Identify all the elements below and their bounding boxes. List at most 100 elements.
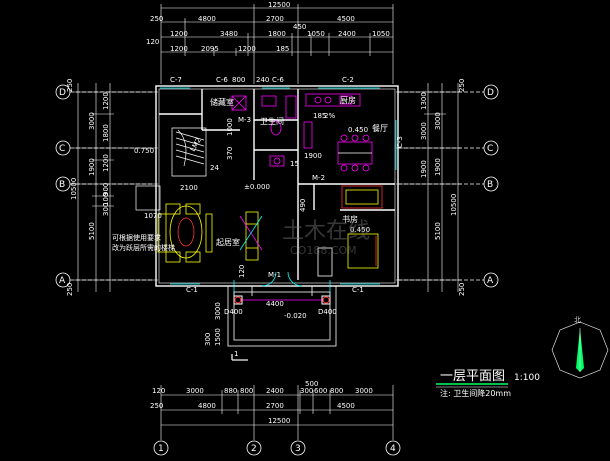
right-outer-1900: 1900 <box>434 158 442 176</box>
porch-column-right: D400 <box>318 308 337 316</box>
top-row3-dim-4: 185 <box>276 45 289 53</box>
dim-1070: 1070 <box>144 212 162 220</box>
section-cut-mark <box>231 354 248 361</box>
porch-column-left: D400 <box>224 308 243 316</box>
dim-2100: 2100 <box>180 184 198 192</box>
left-outer-250-bot: 250 <box>66 283 74 296</box>
bottom-row1-dim-5: 300 <box>300 387 313 395</box>
bottom-row1-dim-2: 880 <box>224 387 237 395</box>
dim-120: 120 <box>238 265 246 278</box>
top-row3-dim-1: 1200 <box>170 45 188 53</box>
staircase <box>135 127 207 211</box>
elev-0450-kitchen: 0.450 <box>348 126 368 134</box>
dim-4400: 4400 <box>266 300 284 308</box>
axis-row-D-left: D <box>59 88 66 98</box>
axis-col-3: 3 <box>295 444 301 454</box>
code-C6b: C-6 <box>272 76 284 84</box>
dim-3000-porch: 3000 <box>214 302 222 320</box>
dim-15: 15 <box>290 160 299 168</box>
top-row2-dim-5: 1050 <box>307 30 325 38</box>
bottom-left-250: 250 <box>150 402 163 410</box>
left-mid-1800: 1800 <box>102 124 110 142</box>
axis-col-1: 1 <box>158 444 164 454</box>
drawing-scale: 1:100 <box>514 373 540 383</box>
elev-neg-0020: -0.020 <box>284 312 307 320</box>
left-mid-1200b: 1200 <box>102 154 110 172</box>
right-inner-1900: 1900 <box>420 160 428 178</box>
storage-fixture <box>231 95 247 111</box>
code-M1: M-1 <box>268 271 281 279</box>
bottom-row1-dim-4: 2400 <box>266 387 284 395</box>
top-left-250: 250 <box>150 15 163 23</box>
bottom-row1-dim-1: 3000 <box>186 387 204 395</box>
axis-row-C-right: C <box>487 144 493 154</box>
study-furniture <box>317 185 383 277</box>
bottom-row1-dim-7: 800 <box>330 387 343 395</box>
room-living-label: 起居室 <box>216 237 240 247</box>
slope-2pct: 2% <box>324 112 335 120</box>
left-outer-250-top: 250 <box>66 79 74 92</box>
left-outer-3000: 3000 <box>88 112 96 130</box>
section-mark-number: 1 <box>234 350 238 358</box>
code-C6a: C-6 <box>216 76 228 84</box>
left-mid-300: 300 <box>102 203 110 216</box>
bottom-row1-dim-8: 3000 <box>355 387 373 395</box>
right-inner-3000: 3000 <box>420 122 428 140</box>
top-row2-dim-4: 1800 <box>268 30 286 38</box>
top-left-120: 120 <box>146 38 159 46</box>
entry-porch <box>227 271 337 347</box>
code-M2: M-2 <box>312 174 325 182</box>
bottom-row2-dim-1: 4800 <box>198 402 216 410</box>
bottom-dimensions <box>160 385 394 440</box>
room-kitchen-label: 厨房 <box>340 95 356 105</box>
top-row2-dim-6: 2400 <box>338 30 356 38</box>
bathroom-fixtures <box>261 95 297 167</box>
tv-cabinet <box>239 211 263 261</box>
stair-note-line2: 改为跃层所需的楼梯 <box>112 243 175 252</box>
code-M3: M-3 <box>238 116 251 124</box>
top-row1-dim-2: 2700 <box>266 15 284 23</box>
drawing-title: 一层平面图 <box>440 369 505 384</box>
room-dining-label: 餐厅 <box>372 124 388 133</box>
watermark: 土木在线 <box>282 219 370 244</box>
top-row2-dim-7: 1050 <box>372 30 390 38</box>
left-outer-5100: 5100 <box>88 222 96 240</box>
dim-240: 240 <box>256 76 269 84</box>
right-outer-250-top: 250 <box>458 79 466 92</box>
dim-370: 370 <box>226 147 234 160</box>
code-C2: C-2 <box>342 76 354 84</box>
axis-col-4: 4 <box>390 444 396 454</box>
right-outer-250-bot: 250 <box>458 283 466 296</box>
dim-490: 490 <box>299 199 307 212</box>
drawing-note: 注: 卫生间降20mm <box>440 388 511 398</box>
right-total-10500: 10500 <box>450 194 458 216</box>
dim-800: 800 <box>232 76 245 84</box>
axis-col-2: 2 <box>251 444 257 454</box>
top-row2-dim-1: 1200 <box>170 30 188 38</box>
living-sofa-set <box>157 203 213 263</box>
dim-185: 185 <box>313 112 326 120</box>
dim-1000: 1000 <box>226 118 234 136</box>
dim-1900: 1900 <box>304 152 322 160</box>
top-row1-dim-3: 4500 <box>337 15 355 23</box>
north-arrow <box>551 321 609 379</box>
bottom-row1-dim-6: 600 <box>314 387 327 395</box>
axis-row-A-right: A <box>487 276 494 286</box>
top-row3-dim-3: 1200 <box>238 45 256 53</box>
top-dimensions <box>160 4 394 84</box>
top-total-dim: 12500 <box>268 1 290 9</box>
watermark-sub: CO188.COM <box>290 244 357 257</box>
kitchen-fixtures <box>303 93 361 149</box>
left-mid-100: 100 <box>102 193 110 206</box>
room-study-label: 书房 <box>342 214 358 224</box>
elev-0450-study: 0.450 <box>350 226 370 234</box>
top-row2-dim-2: 3480 <box>220 30 238 38</box>
code-C7: C-7 <box>170 76 182 84</box>
right-outer-5100: 5100 <box>434 222 442 240</box>
code-C1b: C-1 <box>352 286 364 294</box>
bottom-left-120: 120 <box>152 387 165 395</box>
axis-row-D-right: D <box>487 88 494 98</box>
step-count-24: 24 <box>210 164 219 172</box>
left-mid-1200a: 1200 <box>102 92 110 110</box>
dim-300-porch: 300 <box>204 333 212 346</box>
